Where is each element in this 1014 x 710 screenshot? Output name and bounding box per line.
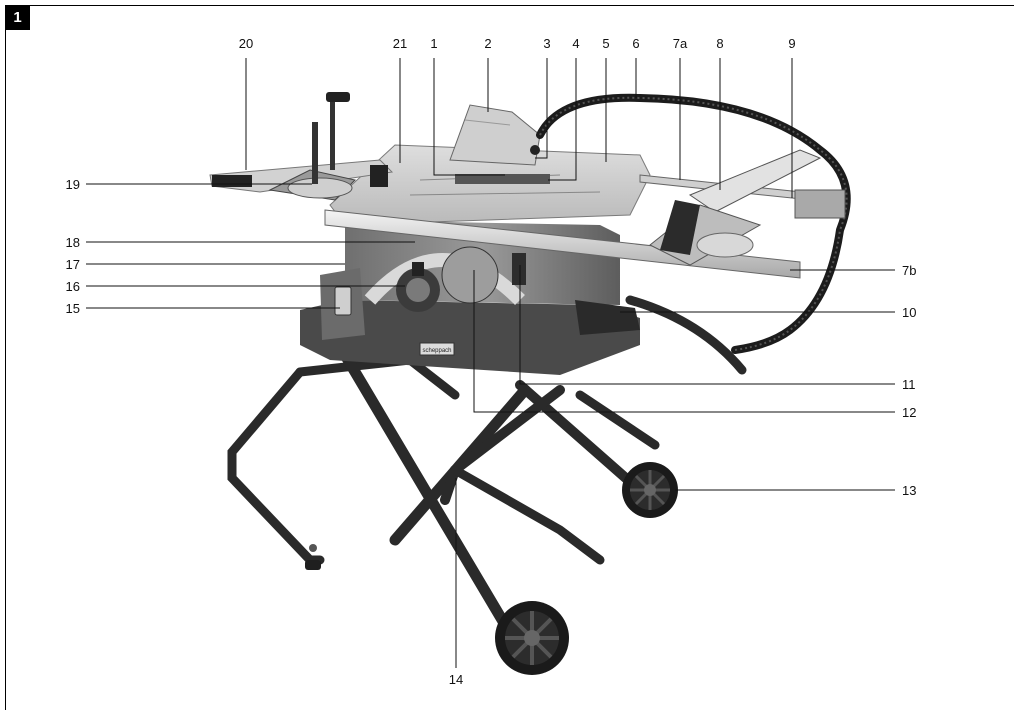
guard-hood <box>449 104 541 166</box>
callout-7b: 7b <box>902 263 916 278</box>
dust-hose <box>536 93 851 354</box>
callout-19: 19 <box>66 177 80 192</box>
motor-cap <box>441 246 499 304</box>
callout-17: 17 <box>66 257 80 272</box>
guard-knob <box>530 145 540 155</box>
table-top <box>209 144 651 226</box>
callout-14: 14 <box>449 672 463 687</box>
leader-3 <box>535 58 548 159</box>
locking-lever <box>512 253 526 285</box>
callout-1: 1 <box>430 36 437 51</box>
mitre-gauge <box>268 92 388 201</box>
table-extension-right <box>794 189 846 219</box>
extension-end-cap <box>212 175 252 187</box>
stand-grip <box>575 300 640 335</box>
mitre-scale <box>287 177 353 199</box>
leader-11 <box>519 265 895 385</box>
callout-8: 8 <box>716 36 723 51</box>
tilt-scale-arc <box>364 253 525 305</box>
frame-top-rule <box>5 5 1014 6</box>
callout-6: 6 <box>632 36 639 51</box>
transport-wheels <box>495 462 678 675</box>
callout-21: 21 <box>393 36 407 51</box>
callout-labels: 20 21 1 2 3 4 5 6 7a 8 9 19 18 17 16 15 … <box>66 36 917 687</box>
callout-18: 18 <box>66 235 80 250</box>
figure-number-badge: 1 <box>5 5 30 30</box>
mitre-knob <box>326 92 350 102</box>
on-off-switch <box>334 286 352 316</box>
leader-12 <box>473 270 895 413</box>
stand-handle <box>625 295 747 375</box>
blade-guard <box>449 104 541 166</box>
callout-9: 9 <box>788 36 795 51</box>
callout-3: 3 <box>543 36 550 51</box>
stand-brace <box>450 465 605 565</box>
callout-10: 10 <box>902 305 916 320</box>
callout-12: 12 <box>902 405 916 420</box>
callout-5: 5 <box>602 36 609 51</box>
stand-foot <box>305 560 321 570</box>
base-plinth <box>300 300 640 375</box>
rip-fence <box>649 149 846 266</box>
callout-16: 16 <box>66 279 80 294</box>
fence-body <box>688 149 822 213</box>
fence-clamp <box>660 200 700 255</box>
leader-4 <box>548 58 577 181</box>
wheel-front <box>495 601 569 675</box>
stand-left-frame-front <box>227 367 325 565</box>
callout-15: 15 <box>66 301 80 316</box>
stand-rear-leg <box>575 390 660 450</box>
mitre-stop-rod <box>330 100 335 170</box>
brand-plate <box>419 342 455 356</box>
stand-foot-screw <box>309 544 317 552</box>
callout-11: 11 <box>902 377 916 392</box>
brand-plate-text: scheppach <box>422 348 451 354</box>
frame-left-rule <box>5 30 6 710</box>
table-insert <box>455 174 550 184</box>
callout-4: 4 <box>572 36 579 51</box>
mitre-clamp-rod <box>312 122 318 184</box>
leader-lines <box>86 58 895 668</box>
stand-cross-tube-d <box>440 385 565 505</box>
callout-20: 20 <box>239 36 253 51</box>
callout-2: 2 <box>484 36 491 51</box>
callout-7a: 7a <box>673 36 688 51</box>
callout-13: 13 <box>902 483 916 498</box>
leader-1 <box>433 58 505 176</box>
fence-scale-disc <box>696 232 754 258</box>
mitre-stop <box>370 165 388 187</box>
wheel-rear <box>622 462 678 518</box>
